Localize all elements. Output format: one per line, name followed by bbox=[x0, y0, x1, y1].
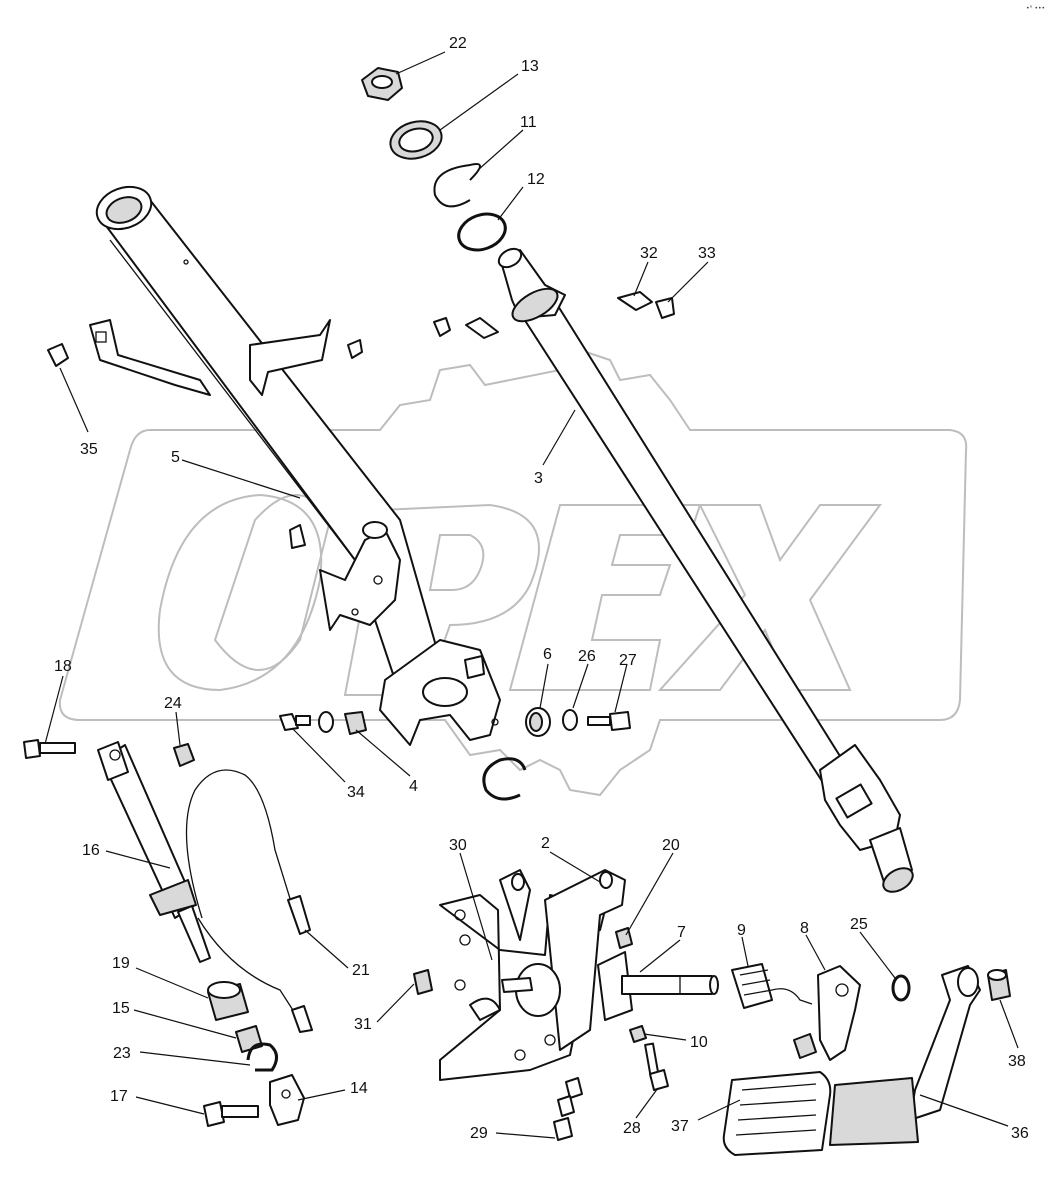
callout-33: 33 bbox=[698, 245, 716, 262]
snap-ring-lower bbox=[482, 757, 527, 801]
bracket-14 bbox=[269, 1074, 305, 1126]
callout-10: 10 bbox=[690, 1034, 708, 1051]
snap-ring-11 bbox=[433, 163, 481, 208]
bolt-18 bbox=[23, 739, 76, 759]
nut-22 bbox=[361, 67, 403, 101]
callout-23: 23 bbox=[113, 1045, 131, 1062]
callout-16: 16 bbox=[82, 842, 100, 859]
gas-spring-16 bbox=[97, 741, 211, 963]
screw-27 bbox=[587, 711, 631, 731]
callout-6: 6 bbox=[543, 646, 552, 663]
washer-26 bbox=[562, 709, 578, 731]
callout-13: 13 bbox=[521, 58, 539, 75]
callout-30: 30 bbox=[449, 837, 467, 854]
callout-24: 24 bbox=[164, 695, 182, 712]
clip-32 bbox=[617, 291, 653, 311]
callout-21: 21 bbox=[352, 962, 370, 979]
bolt-17 bbox=[203, 1101, 259, 1127]
clip-nut-35 bbox=[47, 343, 69, 367]
callout-15: 15 bbox=[112, 1000, 130, 1017]
watermark-logo: OPEX bbox=[58, 348, 968, 797]
screw-34 bbox=[279, 713, 311, 731]
leader-lines bbox=[44, 51, 1019, 1139]
callout-3: 3 bbox=[534, 470, 543, 487]
callout-26: 26 bbox=[578, 648, 596, 665]
callout-12: 12 bbox=[527, 171, 545, 188]
screw-28 bbox=[644, 1042, 669, 1091]
washer-4a bbox=[318, 711, 334, 733]
callout-19: 19 bbox=[112, 955, 130, 972]
bushing-38 bbox=[987, 969, 1011, 1001]
bushing-15 bbox=[235, 1025, 263, 1053]
callout-18: 18 bbox=[54, 658, 72, 675]
callout-11: 11 bbox=[520, 114, 537, 131]
ring-25 bbox=[891, 974, 911, 1002]
callout-38: 38 bbox=[1008, 1053, 1026, 1070]
callout-20: 20 bbox=[662, 837, 680, 854]
callout-4: 4 bbox=[409, 778, 418, 795]
pedal-pad-37 bbox=[722, 1071, 832, 1156]
bushing-4 bbox=[344, 711, 367, 735]
callout-8: 8 bbox=[800, 920, 809, 937]
callout-25: 25 bbox=[850, 916, 868, 933]
watermark-text: OPEX bbox=[497, 714, 503, 716]
callout-28: 28 bbox=[623, 1120, 641, 1137]
clamp-23 bbox=[246, 1042, 278, 1072]
pedal-36 bbox=[829, 965, 981, 1146]
callout-17: 17 bbox=[110, 1088, 128, 1105]
steering-column-tube bbox=[89, 185, 501, 746]
ring-12 bbox=[457, 212, 507, 252]
pedal-arm-8 bbox=[793, 965, 861, 1061]
callout-27: 27 bbox=[619, 652, 637, 669]
callout-5: 5 bbox=[171, 449, 180, 466]
corner-mark: •° ••• bbox=[1026, 5, 1045, 12]
callout-36: 36 bbox=[1011, 1125, 1029, 1142]
callout-2: 2 bbox=[541, 835, 550, 852]
callout-22: 22 bbox=[449, 35, 467, 52]
callout-35: 35 bbox=[80, 441, 98, 458]
nut-24 bbox=[173, 743, 195, 767]
callout-37: 37 bbox=[671, 1118, 689, 1135]
callout-31: 31 bbox=[354, 1016, 372, 1033]
callout-9: 9 bbox=[737, 922, 746, 939]
cable-21 bbox=[185, 769, 313, 1033]
callout-34: 34 bbox=[347, 784, 365, 801]
washer-13 bbox=[389, 120, 443, 160]
screws-29 bbox=[553, 1077, 583, 1141]
callout-29: 29 bbox=[470, 1125, 488, 1142]
callout-7: 7 bbox=[677, 924, 686, 941]
spacer-19 bbox=[207, 981, 249, 1021]
callouts: 22 13 11 12 32 33 35 3 5 18 24 6 26 27 3… bbox=[54, 35, 1029, 1142]
pedal-bracket bbox=[439, 869, 626, 1081]
pivot-shaft-7 bbox=[597, 951, 719, 1021]
nut-31 bbox=[413, 969, 433, 995]
steering-shaft bbox=[497, 247, 914, 893]
small-clip-parts bbox=[433, 317, 499, 339]
callout-14: 14 bbox=[350, 1080, 368, 1097]
bushing-6 bbox=[525, 707, 551, 737]
callout-32: 32 bbox=[640, 245, 658, 262]
nut-20 bbox=[615, 927, 633, 949]
torsion-spring-9 bbox=[731, 963, 813, 1009]
nut-10 bbox=[629, 1025, 647, 1043]
bushing-33 bbox=[655, 297, 675, 319]
